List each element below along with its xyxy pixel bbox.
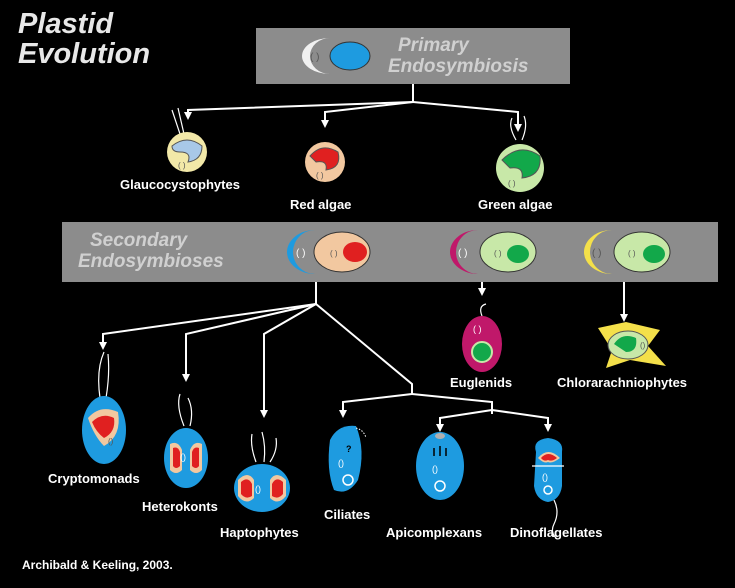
label-chlorarachniophytes: Chlorarachniophytes [557,375,688,390]
svg-text:( ): ( ) [508,179,516,188]
primary-endosymbiosis-icon: ( ) [302,38,371,74]
svg-text:( ): ( ) [178,161,186,170]
glaucocystophyte-cell: ( ) [167,107,207,172]
diagram-title: Plastid Evolution [18,9,150,69]
chlorarachniophyte-cell: () [598,322,666,368]
svg-text:(): () [255,484,261,494]
svg-text:(): () [338,458,344,468]
secondary-endosymbioses-label: Secondary Endosymbioses [78,230,224,272]
label-euglenids: Euglenids [450,375,513,390]
label-ciliates: Ciliates [324,507,371,522]
title-line-1: Plastid [18,8,114,40]
secondary-red-icon: ( ) ( ) [287,230,371,274]
secondary-line-2: Endosymbioses [78,251,224,272]
primary-line-2: Endosymbiosis [388,56,529,77]
secondary-green-yellow-icon: ( ) ( ) [584,230,671,274]
secondary-line-1: Secondary [90,230,188,251]
svg-text:( ): ( ) [473,324,482,334]
svg-text:(): () [640,341,646,350]
secondary-green-magenta-icon: ( ) ( ) [450,230,537,274]
label-cryptomonads: Cryptomonads [48,471,140,486]
label-heterokonts: Heterokonts [142,499,218,514]
svg-text:( ): ( ) [494,249,502,258]
svg-text:(): () [180,452,186,462]
heterokont-cell: () [164,393,208,488]
label-dinoflagellates: Dinoflagellates [510,525,603,540]
label-red-algae: Red algae [290,197,352,212]
secondary-band [62,222,718,282]
primary-branches [184,84,522,132]
svg-text:( ): ( ) [628,249,636,258]
svg-text:?: ? [346,444,352,454]
haptophyte-cell: () [234,431,290,512]
cryptomonad-cell: () [82,351,126,464]
label-green-algae: Green algae [478,197,553,212]
primary-line-1: Primary [398,35,469,56]
svg-text:(): () [432,464,438,474]
svg-text:( ): ( ) [296,248,305,259]
title-line-2: Evolution [18,38,151,70]
dinoflagellate-cell: () [532,438,564,539]
svg-text:( ): ( ) [310,52,319,63]
citation: Archibald & Keeling, 2003. [22,558,173,572]
red-algae-cell: ( ) [305,142,345,182]
euglenid-cell: ( ) [462,303,502,372]
label-haptophytes: Haptophytes [220,525,299,540]
label-glaucocystophytes: Glaucocystophytes [120,177,240,192]
svg-text:(): () [108,437,114,446]
svg-text:(): () [542,472,548,482]
ciliate-cell: ? () [328,425,367,492]
svg-text:( ): ( ) [592,248,601,259]
svg-text:( ): ( ) [316,171,324,180]
green-algae-cell: ( ) [496,115,544,192]
svg-text:( ): ( ) [458,248,467,259]
svg-text:( ): ( ) [330,249,338,258]
apicomplexan-cell: () [416,432,464,500]
secondary-branches [99,282,628,432]
primary-endosymbiosis-label: Primary Endosymbiosis [388,35,528,77]
label-apicomplexans: Apicomplexans [386,525,483,540]
